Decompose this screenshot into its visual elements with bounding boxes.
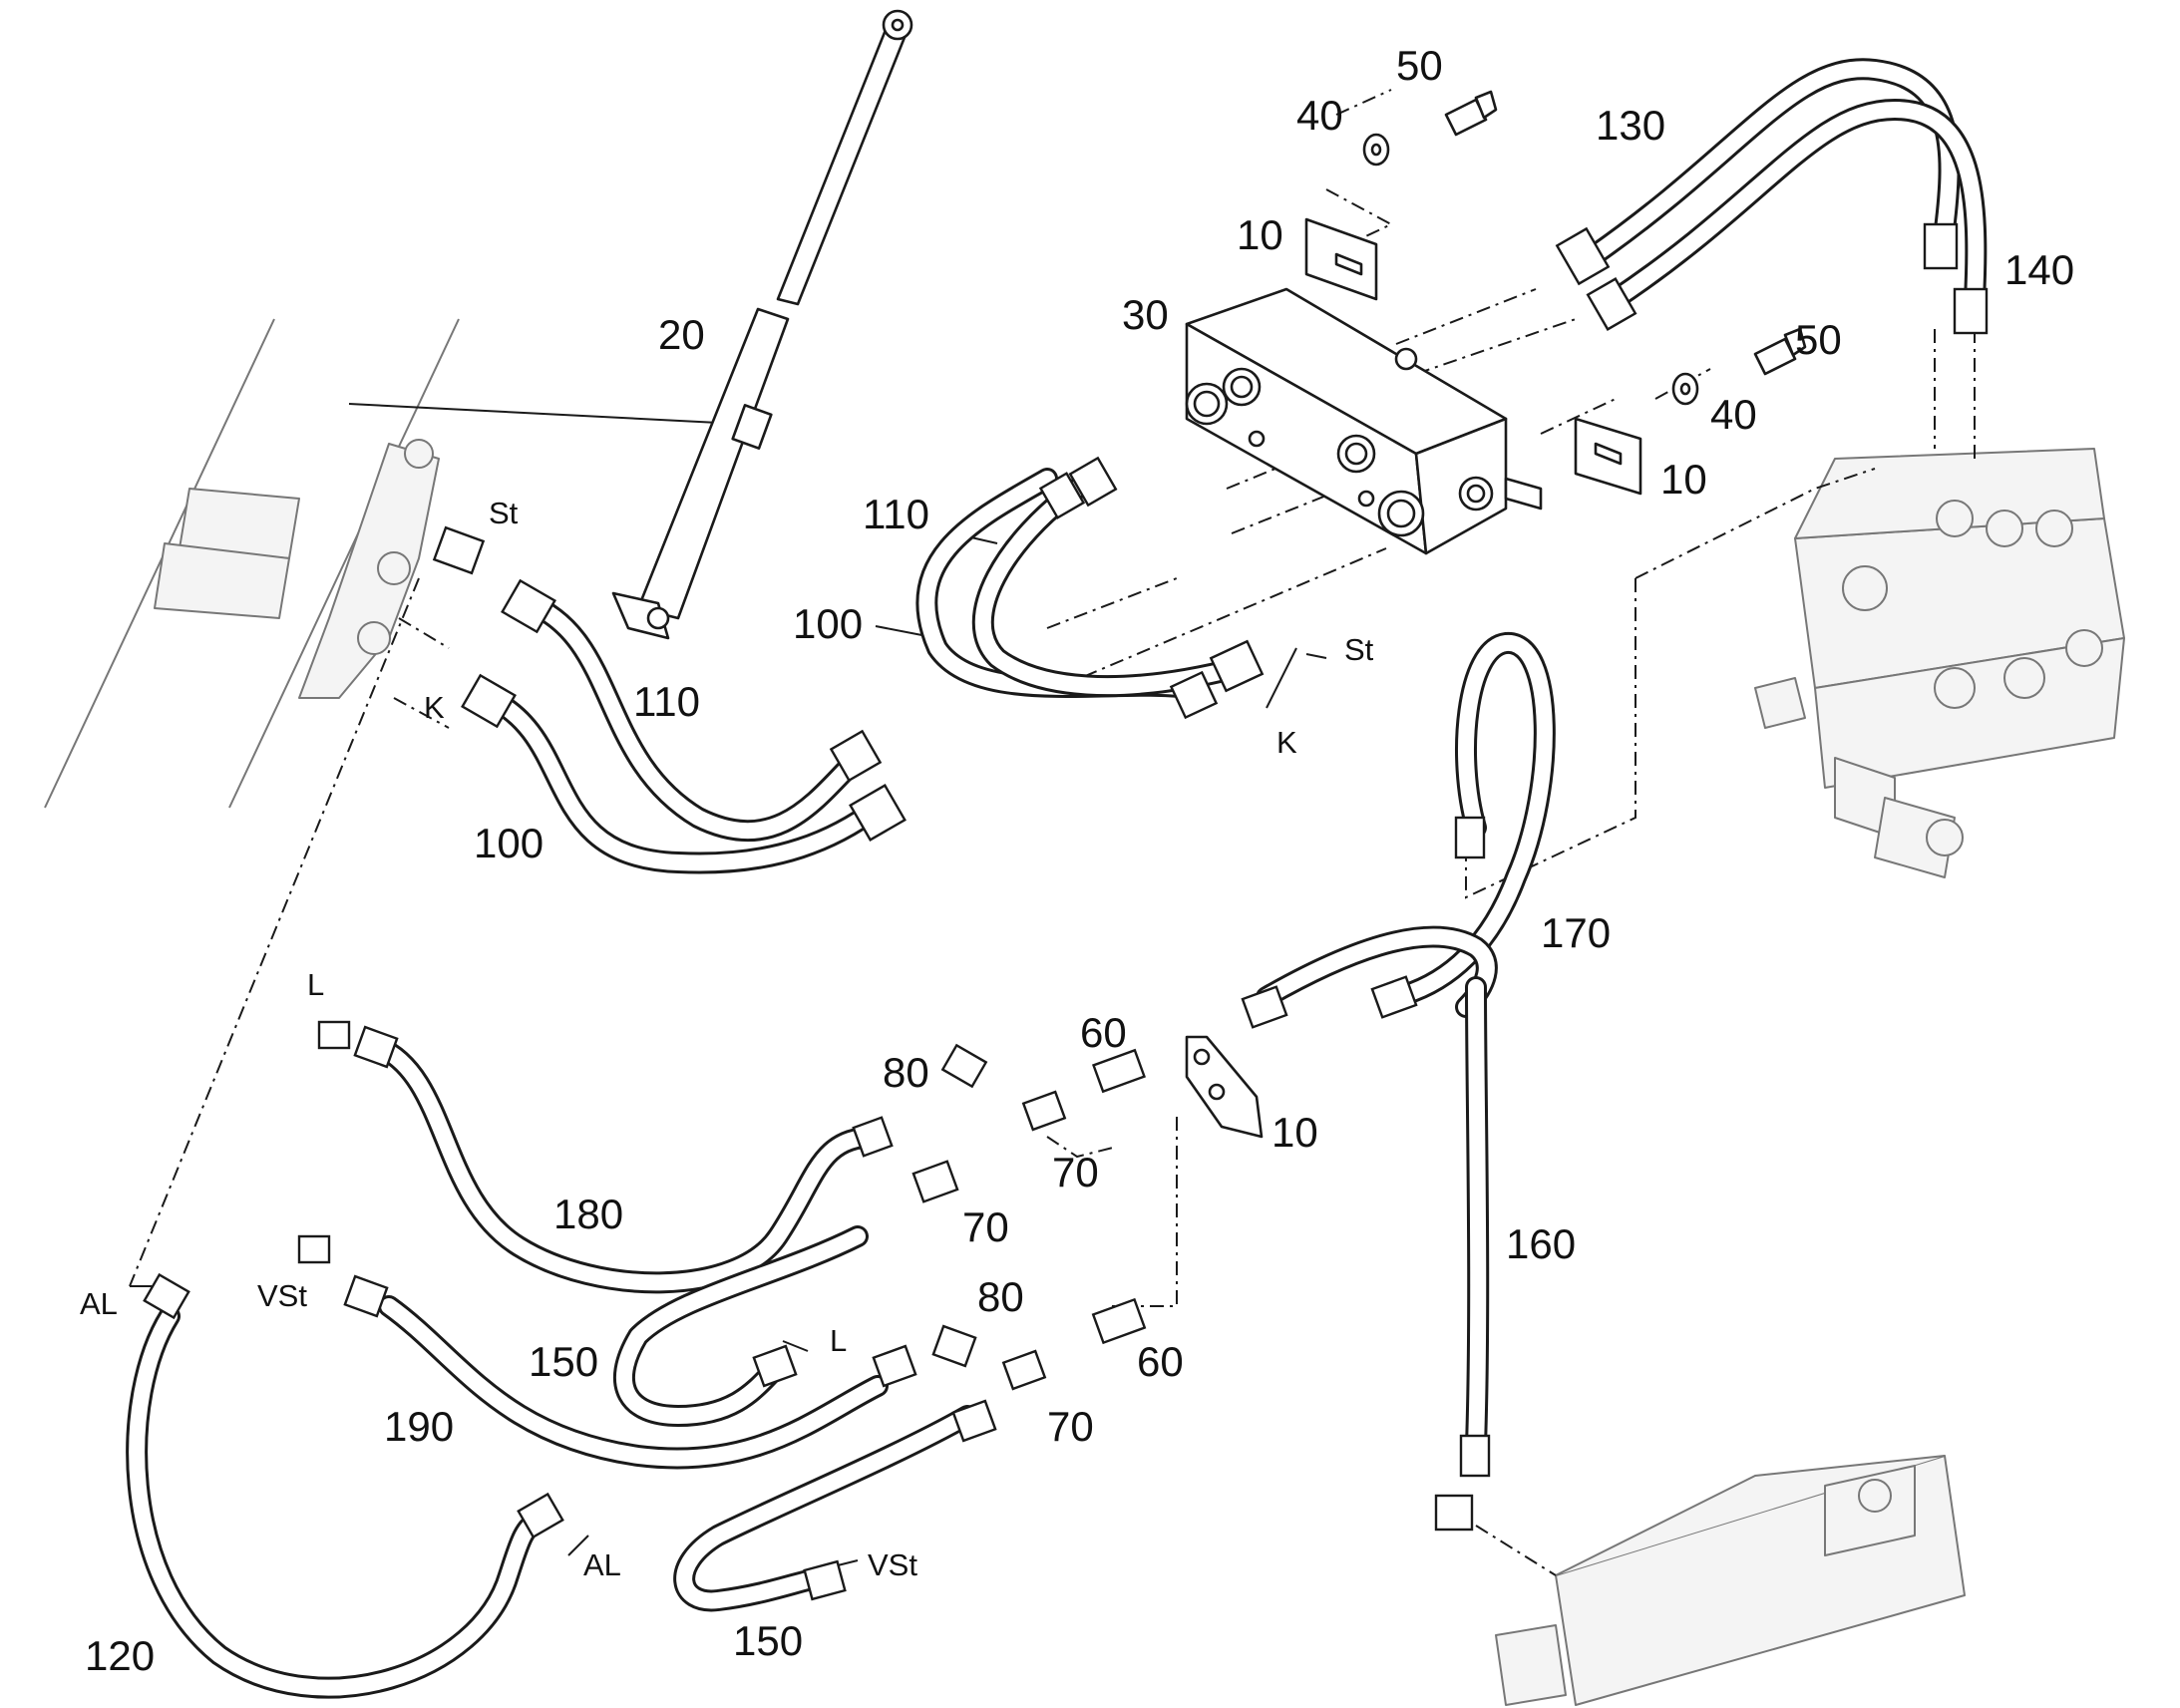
control-valve-block [1754,448,2125,878]
callout-100-mid: 100 [793,600,863,647]
callout-70-b: 70 [962,1203,1009,1250]
callout-150-b: 150 [733,1617,803,1664]
port-st-right: St [1344,632,1374,667]
callout-130: 130 [1596,102,1665,149]
plate-10-top [1304,217,1378,301]
fittings [143,222,1989,1601]
bolt-50-right [1753,327,1807,376]
callout-80-top: 80 [883,1049,929,1096]
port-al-bottom: AL [583,1547,621,1582]
port-vst-bottom: VSt [868,1547,917,1582]
plate-10-right [1574,417,1642,496]
hose-190 [378,1295,889,1470]
callout-40-right: 40 [1710,391,1757,438]
callout-180: 180 [553,1191,623,1237]
hose-120 [126,1305,549,1699]
callout-170: 170 [1541,909,1611,956]
port-l-top: L [307,967,324,1002]
bracket-10 [1185,1035,1264,1139]
callout-80-mid: 80 [977,1273,1024,1320]
port-st-left: St [489,496,519,530]
callout-10-top: 10 [1237,211,1283,258]
tank-assembly [1495,1455,1966,1706]
cylinder-20 [611,9,913,640]
hose-100-110-left [478,592,889,874]
washer-40-top [1362,133,1390,167]
callout-120: 120 [85,1632,155,1679]
port-k-right: K [1276,725,1297,760]
callout-30: 30 [1122,291,1169,338]
manifold-block-30 [1185,287,1543,555]
callout-110-mid: 110 [863,491,929,537]
hose-150-lower [673,1405,978,1612]
washer-40-right [1671,372,1699,406]
machine-frame-left [44,318,460,809]
callout-10-bracket: 10 [1272,1109,1318,1156]
port-l-mid: L [830,1323,847,1358]
bolt-50-top [1444,90,1498,137]
hose-150-upper [612,1225,869,1427]
port-vst-left: VSt [257,1278,307,1313]
callout-70-a: 70 [1052,1149,1099,1196]
callout-60-top: 60 [1080,1009,1127,1056]
callout-labels: 50 40 130 10 140 30 20 50 40 10 110 100 … [85,42,2074,1679]
callout-60-mid: 60 [1137,1338,1184,1385]
callout-40-top: 40 [1296,92,1343,139]
callout-110-left: 110 [633,678,700,725]
callout-50-top: 50 [1396,42,1443,89]
assembly-lines [129,89,1976,1576]
hose-170 [1256,632,1556,1018]
callout-190: 190 [384,1403,454,1450]
port-labels: St K St K L L VSt VSt AL AL [80,496,1374,1582]
callout-50-right: 50 [1795,316,1842,363]
hose-160 [1465,976,1490,1457]
callout-10-right: 10 [1660,456,1707,503]
hose-100-110-mid [915,468,1248,699]
port-k-left: K [424,690,445,725]
hose-180 [368,1036,889,1294]
callout-160: 160 [1506,1220,1576,1267]
callout-140: 140 [2004,246,2074,293]
hose-130 [1585,58,1988,310]
callout-20: 20 [658,311,705,358]
callout-70-c: 70 [1047,1403,1094,1450]
callout-150-a: 150 [529,1338,598,1385]
callout-100-left: 100 [474,820,544,866]
port-al-left: AL [80,1286,118,1321]
